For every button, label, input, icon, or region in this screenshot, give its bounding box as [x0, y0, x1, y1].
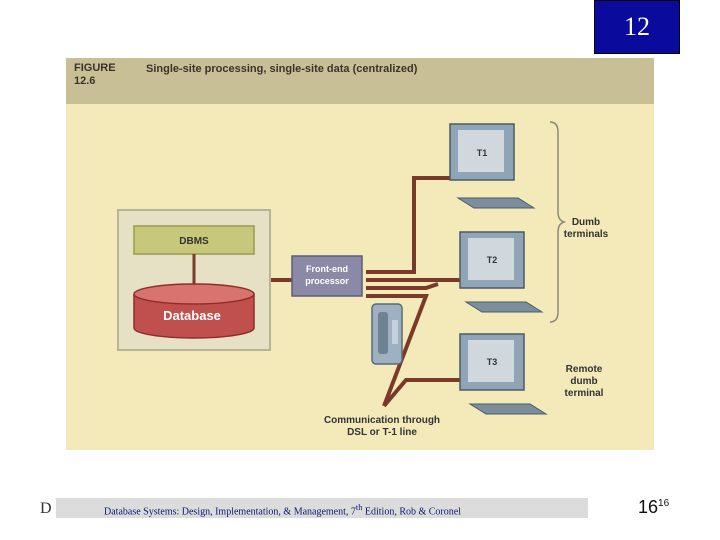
dbms-box [133, 225, 255, 255]
footer-text-before: Database Systems: Design, Implementation… [104, 506, 356, 518]
chapter-badge: 12 [594, 0, 680, 54]
database-label: Database [163, 308, 221, 323]
dumb-terminals-label-2: terminals [564, 229, 609, 240]
remote-terminal-label-1: Remote [566, 364, 603, 375]
figure-header: FIGURE 12.6 Single-site processing, sing… [66, 58, 654, 104]
frontend-label-2: processor [305, 276, 349, 286]
figure-label-word: FIGURE [74, 62, 116, 74]
figure: FIGURE 12.6 Single-site processing, sing… [66, 58, 654, 450]
cables [270, 176, 462, 408]
dumb-terminals-bracket [549, 121, 567, 323]
cable-remote [382, 378, 462, 408]
footer-text-after: Edition, Rob & Coronel [362, 506, 461, 518]
dumb-terminals-label-1: Dumb [572, 217, 600, 228]
figure-label-number: 12.6 [74, 75, 96, 87]
communication-label-2: DSL or T-1 line [347, 427, 417, 438]
frontend-box [291, 255, 363, 297]
database-icon [133, 283, 255, 339]
page-number-main: 16 [638, 497, 659, 517]
footer-cut-letter: D [40, 500, 52, 517]
diagram: DBMS Database Front-end processor T1 [117, 121, 609, 438]
figure-label: FIGURE 12.6 [74, 62, 116, 88]
terminal-t3 [459, 333, 548, 415]
page-number: 1616 [638, 497, 669, 518]
dbms-label: DBMS [179, 236, 209, 247]
terminal-t1 [449, 123, 536, 209]
chapter-number: 12 [624, 12, 650, 41]
figure-title: Single-site processing, single-site data… [146, 63, 418, 75]
frontend-label-1: Front-end [306, 264, 348, 274]
footer-citation: Database Systems: Design, Implementation… [56, 498, 588, 518]
cable-t1 [366, 176, 462, 274]
remote-terminal-label-2: dumb [570, 376, 597, 387]
cable-dsl-upper [366, 282, 439, 290]
communication-label-1: Communication through [324, 415, 440, 426]
terminal-t2-label: T2 [487, 255, 498, 265]
cable-phone [366, 294, 429, 407]
telephone-icon [371, 303, 403, 365]
terminal-t3-label: T3 [487, 357, 498, 367]
terminal-t2 [459, 231, 544, 313]
terminal-t1-label: T1 [477, 148, 488, 158]
remote-terminal-label-3: terminal [565, 388, 604, 399]
page-number-sup: 16 [658, 498, 670, 509]
footer-superscript: th [355, 503, 363, 512]
